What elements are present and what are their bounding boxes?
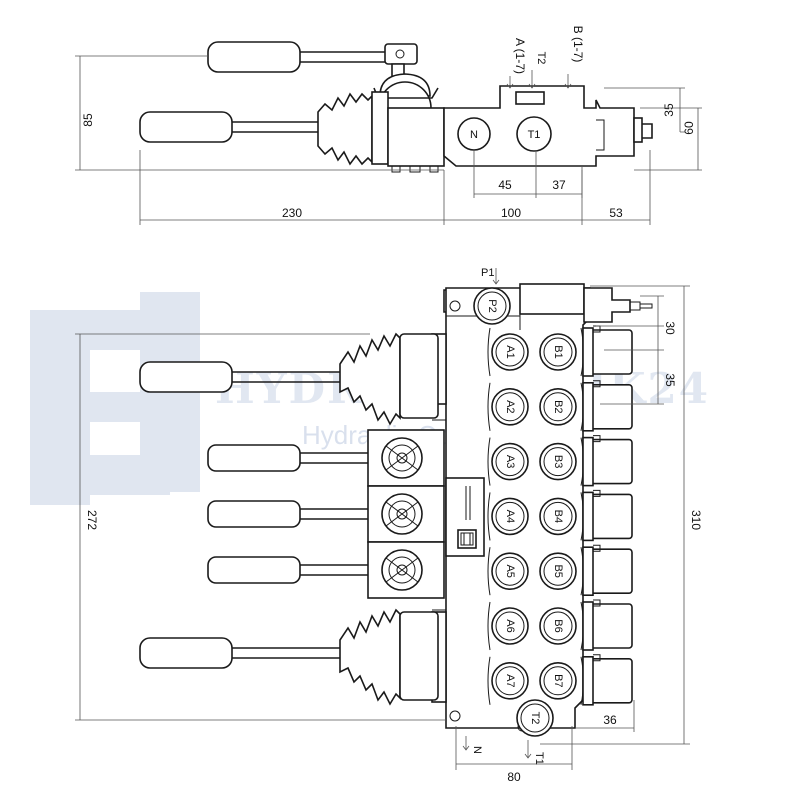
dim-272: 272 xyxy=(85,510,99,530)
section-cap xyxy=(589,383,633,430)
port-T2-label: T2 xyxy=(529,712,541,725)
watermark-logo xyxy=(30,292,200,505)
side-view: N T1 85 230 100 53 45 37 35 60 A (1-7) B… xyxy=(75,26,702,225)
single-lever-1-handle xyxy=(207,444,301,472)
port-A6-label: A6 xyxy=(504,619,516,632)
port-B4-label: B4 xyxy=(552,510,564,523)
port-T2 xyxy=(516,699,554,737)
dim-37: 37 xyxy=(552,178,566,192)
label-N: N xyxy=(471,746,483,754)
back-lever-clevis xyxy=(384,43,418,65)
top-joystick-1-boot xyxy=(339,332,401,426)
port-B7 xyxy=(539,661,577,700)
lever-boot xyxy=(317,92,373,166)
section-cap xyxy=(589,548,633,595)
port-A2 xyxy=(491,387,529,426)
port-T1 xyxy=(516,116,552,152)
dim-35-top: 35 xyxy=(663,373,677,387)
dim-100: 100 xyxy=(501,206,521,220)
section-cap xyxy=(589,657,633,704)
port-B6 xyxy=(539,607,577,645)
port-P2 xyxy=(473,287,511,325)
port-A4-label: A4 xyxy=(504,510,516,523)
dim-35: 35 xyxy=(662,103,676,117)
port-B5-label: B5 xyxy=(552,564,564,577)
port-N-label: N xyxy=(470,129,478,141)
label-A-1-7: A (1-7) xyxy=(513,38,527,74)
front-lever-handle xyxy=(139,111,233,143)
dim-230: 230 xyxy=(282,206,302,220)
dim-45: 45 xyxy=(498,178,512,192)
port-A7-label: A7 xyxy=(504,674,516,687)
section-cap xyxy=(589,329,633,375)
single-lever-3-handle xyxy=(207,556,301,584)
dim-30: 30 xyxy=(663,321,677,335)
label-B-1-7: B (1-7) xyxy=(571,26,585,63)
top-joystick-1-handle xyxy=(139,361,233,393)
port-B6-label: B6 xyxy=(552,619,564,632)
dim-310: 310 xyxy=(689,510,703,530)
dim-53: 53 xyxy=(609,206,623,220)
port-B3-label: B3 xyxy=(552,455,564,468)
top-joystick-2-boot xyxy=(339,608,401,706)
inlet-block xyxy=(519,283,585,315)
port-B7-label: B7 xyxy=(552,674,564,687)
top-joystick-2-handle xyxy=(139,637,233,669)
dim-80: 80 xyxy=(507,770,521,784)
port-A6 xyxy=(491,607,529,645)
dim-36: 36 xyxy=(603,713,617,727)
relief-cartridge xyxy=(583,287,631,323)
port-A5 xyxy=(491,552,529,591)
port-B5 xyxy=(539,552,577,591)
label-T2: T2 xyxy=(535,52,547,65)
port-A2-label: A2 xyxy=(504,400,516,413)
port-A3 xyxy=(491,442,529,481)
port-A7 xyxy=(491,661,529,700)
port-B1-label: B1 xyxy=(552,345,564,358)
port-B2-label: B2 xyxy=(552,400,564,413)
section-cap xyxy=(589,603,633,649)
back-lever-handle xyxy=(207,41,301,73)
section-cap xyxy=(589,438,633,485)
label-T1: T1 xyxy=(533,752,545,765)
port-A1-label: A1 xyxy=(504,345,516,358)
port-B3 xyxy=(539,442,577,481)
port-A3-label: A3 xyxy=(504,455,516,468)
dim-60: 60 xyxy=(682,121,696,135)
port-A5-label: A5 xyxy=(504,564,516,577)
single-lever-2-handle xyxy=(207,500,301,528)
port-A1 xyxy=(491,333,529,371)
section-cap xyxy=(589,493,633,540)
port-A4 xyxy=(491,497,529,536)
port-B2 xyxy=(539,387,577,426)
port-T1-label: T1 xyxy=(528,129,541,141)
dim-85: 85 xyxy=(81,113,95,127)
port-P2-label: P2 xyxy=(486,299,498,312)
port-B1 xyxy=(539,333,577,371)
single-levers xyxy=(207,429,445,599)
side-valve-mount xyxy=(387,107,445,167)
label-P1: P1 xyxy=(481,267,494,279)
port-B4 xyxy=(539,497,577,536)
